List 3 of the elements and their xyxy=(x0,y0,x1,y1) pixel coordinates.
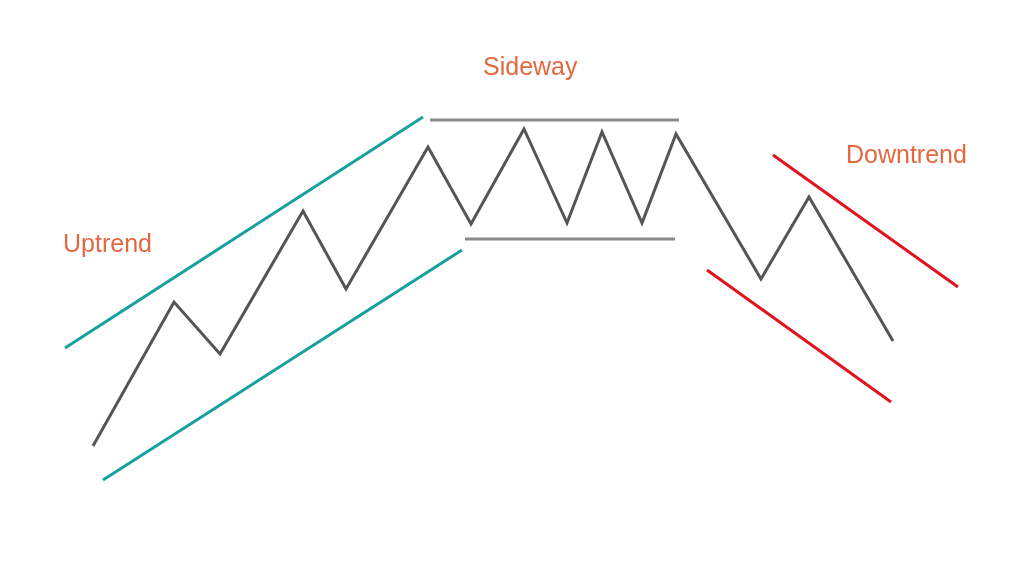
section-label: Sideway xyxy=(483,54,578,79)
section-label: Uptrend xyxy=(63,231,152,256)
section-label: Downtrend xyxy=(846,142,967,167)
